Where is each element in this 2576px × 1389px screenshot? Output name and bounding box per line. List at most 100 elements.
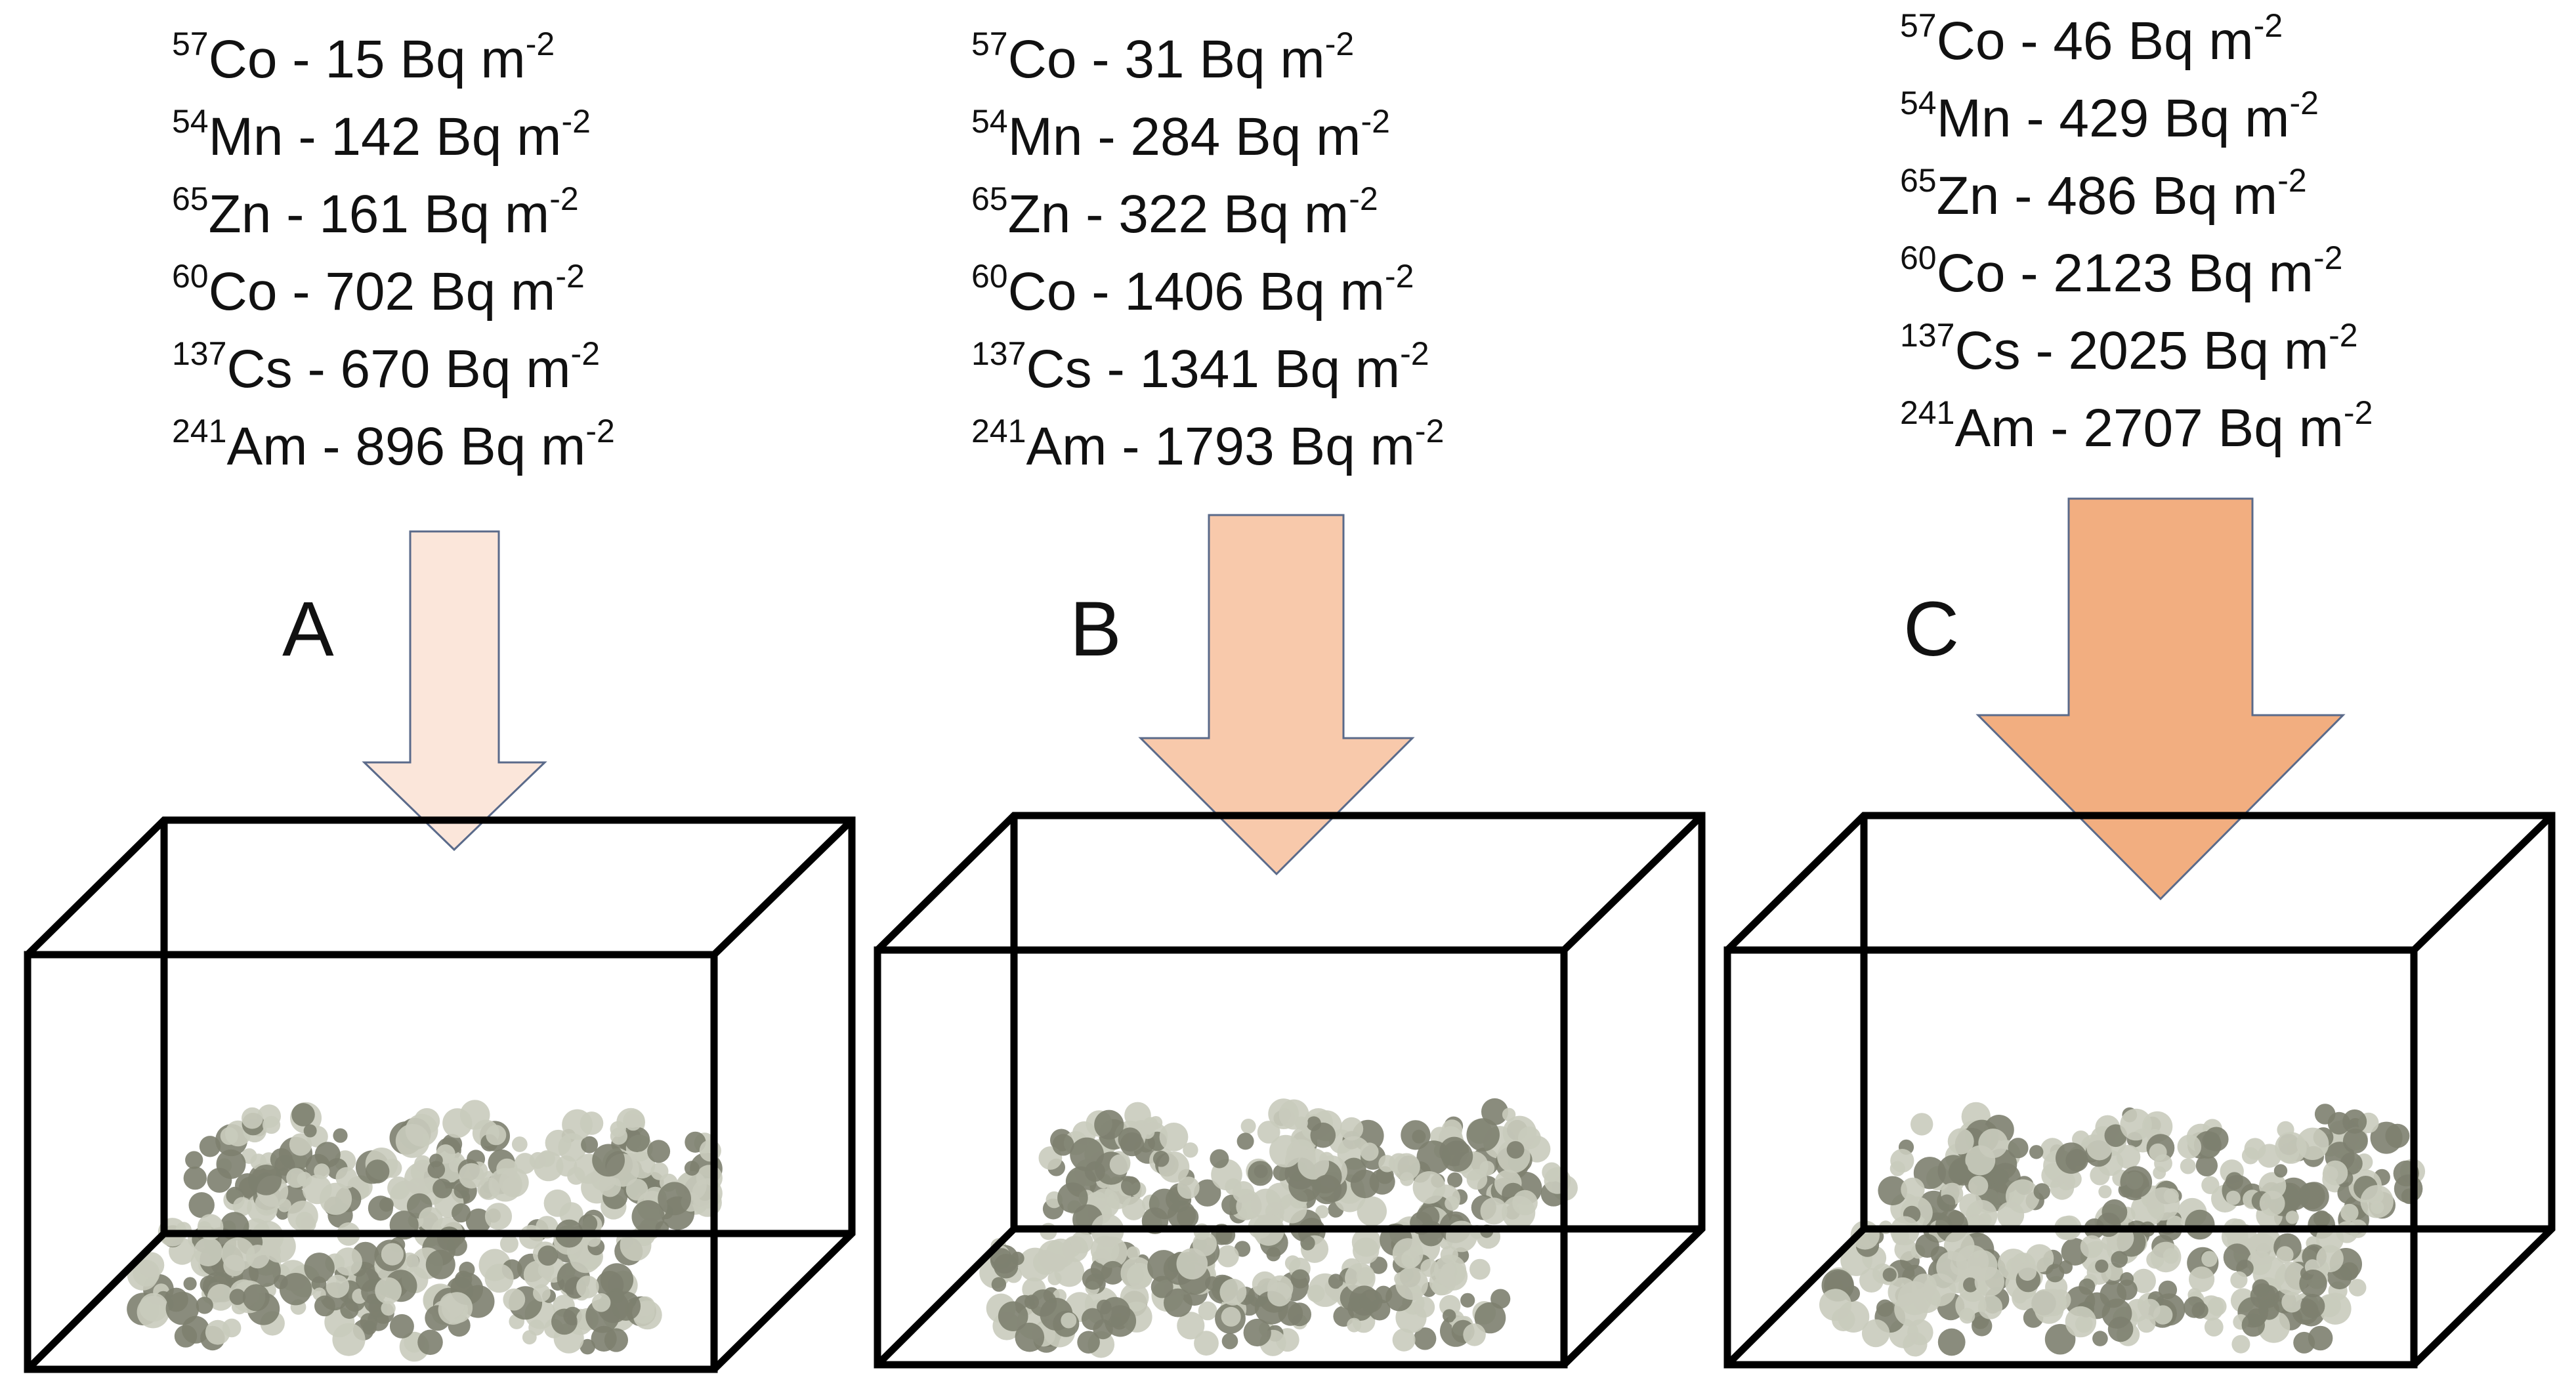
unit-exponent: -2 bbox=[525, 26, 555, 62]
activity-value: 284 bbox=[1130, 107, 1221, 167]
lichen-sample-icon bbox=[304, 1211, 495, 1362]
mass-number: 57 bbox=[1900, 7, 1937, 44]
unit-exponent: -2 bbox=[570, 335, 601, 372]
activity-entry: 241Am - 896 Bq m-2 bbox=[172, 413, 615, 476]
mass-number: 65 bbox=[172, 180, 209, 217]
lichen-sample-icon bbox=[183, 1102, 373, 1253]
deposition-arrow-icon bbox=[1975, 497, 2346, 901]
mass-number: 60 bbox=[172, 258, 209, 295]
box-top-diagonal bbox=[2411, 813, 2554, 953]
activity-entry: 54Mn - 142 Bq m-2 bbox=[172, 103, 591, 167]
mass-number: 60 bbox=[971, 258, 1008, 295]
activity-entry: 57Co - 31 Bq m-2 bbox=[971, 26, 1355, 89]
activity-unit: Bq m bbox=[2151, 166, 2278, 226]
mass-number: 60 bbox=[1900, 239, 1937, 276]
activity-entry: 241Am - 2707 Bq m-2 bbox=[1900, 394, 2373, 458]
panel-letter: A bbox=[282, 586, 334, 673]
lichen-sample-icon bbox=[478, 1214, 662, 1355]
activity-entry: 60Co - 1406 Bq m-2 bbox=[971, 258, 1414, 321]
activity-value: 670 bbox=[340, 339, 431, 399]
mass-number: 57 bbox=[172, 26, 209, 62]
activity-unit: Bq m bbox=[1274, 339, 1401, 399]
lichen-sample-icon bbox=[1038, 1102, 1221, 1235]
activity-unit: Bq m bbox=[445, 339, 571, 399]
element-symbol: Co bbox=[208, 262, 278, 321]
lichen-sample-icon bbox=[1147, 1214, 1342, 1356]
panel-a: 57Co - 15 Bq m-2 54Mn - 142 Bq m-2 65Zn … bbox=[0, 0, 856, 1389]
unit-exponent: -2 bbox=[2313, 239, 2343, 276]
activity-entry: 241Am - 1793 Bq m-2 bbox=[971, 413, 1445, 476]
activity-unit: Bq m bbox=[1235, 107, 1361, 167]
element-symbol: Cs bbox=[1026, 339, 1092, 399]
mass-number: 241 bbox=[1900, 394, 1955, 431]
mass-number: 241 bbox=[971, 413, 1026, 449]
deposition-arrow-icon bbox=[1138, 514, 1415, 876]
unit-exponent: -2 bbox=[1414, 413, 1445, 449]
activity-value: 702 bbox=[325, 262, 415, 321]
unit-exponent: -2 bbox=[2289, 85, 2319, 121]
unit-exponent: -2 bbox=[555, 258, 585, 295]
box-top-diagonal bbox=[711, 818, 855, 957]
element-symbol: Co bbox=[1936, 243, 2006, 303]
enclosure-box bbox=[24, 816, 856, 1373]
unit-exponent: -2 bbox=[1384, 258, 1414, 295]
lichen-sample-icon bbox=[1819, 1216, 2010, 1357]
element-symbol: Mn bbox=[1936, 89, 2012, 148]
activity-unit: Bq m bbox=[1199, 30, 1325, 89]
panel-c: 57Co - 46 Bq m-2 54Mn - 429 Bq m-2 65Zn … bbox=[1700, 0, 2556, 1389]
unit-exponent: -2 bbox=[2277, 162, 2307, 199]
panel-art bbox=[874, 514, 1706, 1369]
activity-unit: Bq m bbox=[400, 30, 526, 89]
unit-exponent: -2 bbox=[549, 180, 579, 217]
activity-entry: 54Mn - 429 Bq m-2 bbox=[1900, 85, 2319, 148]
lichen-samples bbox=[1819, 1102, 2426, 1357]
panel-letter: C bbox=[1903, 586, 1960, 673]
panel-art bbox=[1723, 497, 2556, 1369]
element-symbol: Mn bbox=[1007, 107, 1083, 167]
element-symbol: Mn bbox=[208, 107, 284, 167]
activity-value: 15 bbox=[325, 30, 385, 89]
activity-value: 1341 bbox=[1139, 339, 1259, 399]
activity-value: 322 bbox=[1118, 184, 1209, 244]
box-floor-diagonal bbox=[875, 1226, 1017, 1367]
mass-number: 137 bbox=[172, 335, 227, 372]
element-symbol: Am bbox=[226, 417, 308, 476]
element-symbol: Co bbox=[1007, 262, 1077, 321]
mass-number: 65 bbox=[1900, 162, 1937, 199]
lichen-sample-icon bbox=[2184, 1218, 2367, 1354]
activity-entry: 137Cs - 2025 Bq m-2 bbox=[1900, 317, 2358, 381]
mass-number: 54 bbox=[172, 103, 209, 140]
element-symbol: Cs bbox=[226, 339, 293, 399]
unit-exponent: -2 bbox=[1361, 103, 1390, 140]
element-symbol: Zn bbox=[208, 184, 272, 244]
mass-number: 54 bbox=[971, 103, 1008, 140]
element-symbol: Zn bbox=[1936, 166, 2000, 226]
activity-unit: Bq m bbox=[1259, 262, 1385, 321]
activity-value: 2123 bbox=[2053, 243, 2173, 303]
unit-exponent: -2 bbox=[1349, 180, 1378, 217]
element-symbol: Am bbox=[1954, 398, 2036, 458]
element-symbol: Co bbox=[1936, 11, 2006, 71]
unit-exponent: -2 bbox=[585, 413, 615, 449]
activity-entry: 65Zn - 322 Bq m-2 bbox=[971, 180, 1378, 244]
box-floor-diagonal bbox=[25, 1231, 167, 1372]
activity-entry: 54Mn - 284 Bq m-2 bbox=[971, 103, 1390, 167]
unit-exponent: -2 bbox=[561, 103, 591, 140]
activity-entry: 65Zn - 486 Bq m-2 bbox=[1900, 162, 2307, 226]
activity-entry: 65Zn - 161 Bq m-2 bbox=[172, 180, 579, 244]
element-symbol: Co bbox=[208, 30, 278, 89]
mass-number: 137 bbox=[971, 335, 1026, 372]
enclosure-box bbox=[874, 812, 1706, 1369]
activity-unit: Bq m bbox=[2203, 321, 2329, 381]
activity-value: 2025 bbox=[2068, 321, 2188, 381]
activity-value: 429 bbox=[2059, 89, 2149, 148]
activity-unit: Bq m bbox=[459, 417, 586, 476]
box-front-face bbox=[1723, 946, 2418, 1369]
element-symbol: Am bbox=[1026, 417, 1107, 476]
activity-value: 486 bbox=[2047, 166, 2138, 226]
unit-exponent: -2 bbox=[1400, 335, 1429, 372]
activity-value: 46 bbox=[2053, 11, 2113, 71]
lichen-sample-icon bbox=[2240, 1104, 2426, 1243]
activity-value: 142 bbox=[331, 107, 421, 167]
